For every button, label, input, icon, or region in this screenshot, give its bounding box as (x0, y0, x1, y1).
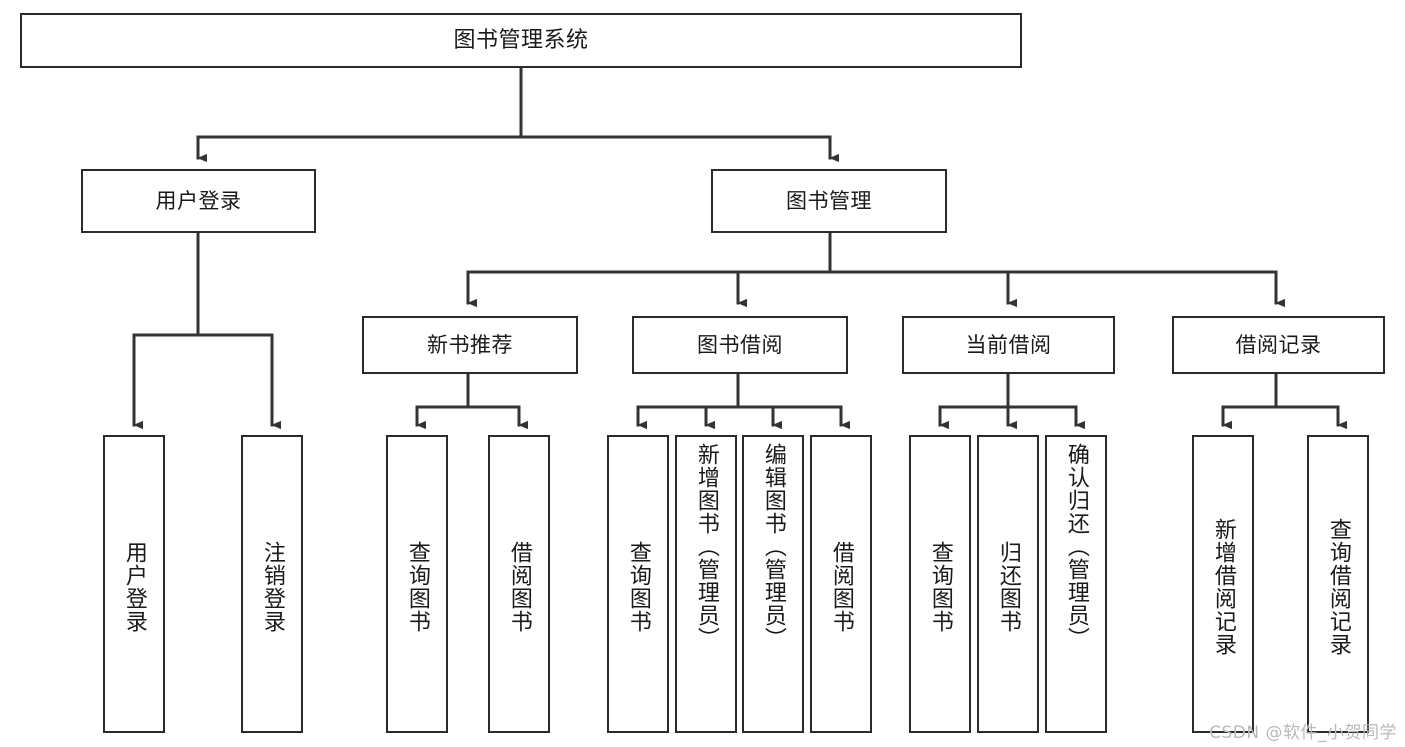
node-leaf-user-login[interactable]: 用户登录 (103, 435, 165, 733)
node-leaf-add-book-admin[interactable]: 新增图书（管理员） (675, 435, 737, 733)
node-label: 借阅图书 (828, 541, 854, 633)
csdn-watermark: CSDN @软件_小贺同学 (1209, 723, 1397, 743)
node-label: 借阅图书 (506, 541, 532, 633)
node-leaf-query-book-bb[interactable]: 查询图书 (607, 435, 669, 733)
node-label: 查询借阅记录 (1325, 518, 1351, 656)
node-label: 用户登录 (155, 188, 242, 213)
node-label: 图书管理 (786, 188, 872, 213)
node-label: 当前借阅 (965, 332, 1052, 357)
node-leaf-borrow-book-nb[interactable]: 借阅图书 (488, 435, 550, 733)
node-leaf-add-borrow-record[interactable]: 新增借阅记录 (1192, 435, 1254, 733)
node-label: 图书借阅 (697, 332, 783, 357)
node-label: 图书管理系统 (453, 27, 589, 53)
node-label: 编辑图书（管理员） (760, 443, 786, 650)
node-leaf-query-book-nb[interactable]: 查询图书 (386, 435, 448, 733)
node-root-system[interactable]: 图书管理系统 (20, 13, 1022, 68)
node-current-borrow[interactable]: 当前借阅 (902, 316, 1115, 374)
node-label: 查询图书 (927, 541, 953, 633)
node-label: 确认归还（管理员） (1063, 443, 1089, 650)
node-label: 用户登录 (121, 541, 147, 633)
node-new-book-recommend[interactable]: 新书推荐 (362, 316, 578, 374)
node-label: 查询图书 (404, 541, 430, 633)
node-leaf-return-book[interactable]: 归还图书 (977, 435, 1039, 733)
node-leaf-borrow-book-bb[interactable]: 借阅图书 (810, 435, 872, 733)
node-label: 查询图书 (625, 541, 651, 633)
node-leaf-confirm-return-admin[interactable]: 确认归还（管理员） (1045, 435, 1107, 733)
node-label: 注销登录 (259, 541, 285, 633)
node-label: 新书推荐 (427, 332, 513, 357)
node-label: 借阅记录 (1235, 332, 1322, 357)
node-label: 新增借阅记录 (1210, 518, 1236, 656)
node-book-borrow[interactable]: 图书借阅 (632, 316, 848, 374)
node-label: 新增图书（管理员） (693, 443, 719, 650)
node-leaf-query-borrow-record[interactable]: 查询借阅记录 (1307, 435, 1369, 733)
node-leaf-query-book-cb[interactable]: 查询图书 (909, 435, 971, 733)
node-borrow-record[interactable]: 借阅记录 (1172, 316, 1385, 374)
node-book-management[interactable]: 图书管理 (711, 169, 947, 233)
node-leaf-logout[interactable]: 注销登录 (241, 435, 303, 733)
node-user-login[interactable]: 用户登录 (81, 169, 316, 233)
node-leaf-edit-book-admin[interactable]: 编辑图书（管理员） (742, 435, 804, 733)
node-label: 归还图书 (995, 541, 1021, 633)
